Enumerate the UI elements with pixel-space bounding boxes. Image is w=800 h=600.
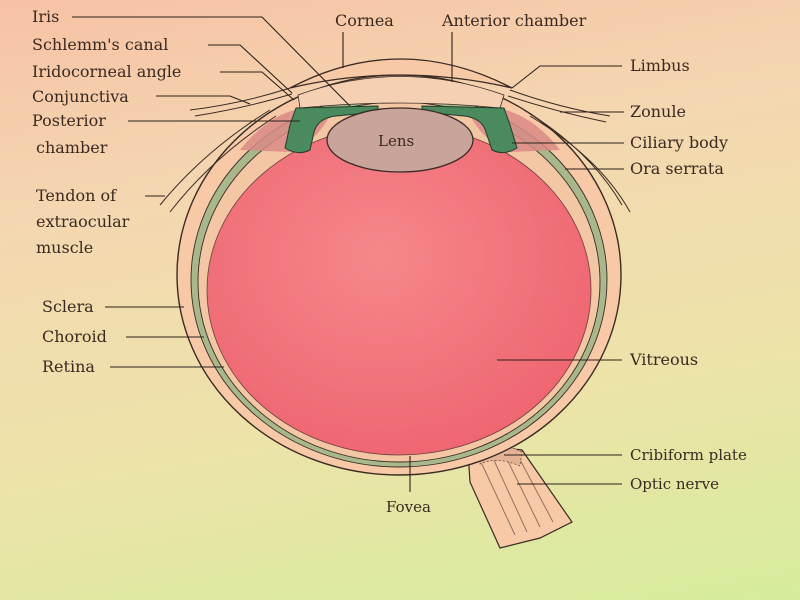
label-tendon-line1: Tendon of bbox=[36, 186, 117, 205]
iris-ciliary-left bbox=[284, 105, 379, 154]
label-lens: Lens bbox=[378, 132, 414, 150]
label-tendon-line3: muscle bbox=[36, 238, 93, 257]
label-iridocorneal-angle: Iridocorneal angle bbox=[32, 62, 181, 81]
leader-lines bbox=[72, 16, 624, 492]
label-posterior-chamber-line2: chamber bbox=[36, 138, 108, 157]
label-cornea: Cornea bbox=[335, 11, 394, 30]
label-retina: Retina bbox=[42, 357, 95, 376]
conjunctiva-left bbox=[189, 87, 293, 117]
label-vitreous: Vitreous bbox=[629, 350, 698, 369]
tendon-right bbox=[523, 109, 631, 213]
iris-ciliary-right bbox=[421, 105, 518, 154]
label-ora-serrata: Ora serrata bbox=[630, 159, 724, 178]
label-anterior-chamber: Anterior chamber bbox=[441, 11, 587, 30]
conjunctiva-right bbox=[507, 89, 611, 123]
anterior-chamber-shape bbox=[297, 76, 505, 109]
label-choroid: Choroid bbox=[42, 327, 107, 346]
label-cribiform-plate: Cribiform plate bbox=[630, 446, 747, 464]
optic-nerve-fibers bbox=[479, 453, 554, 536]
label-conjunctiva: Conjunctiva bbox=[32, 87, 129, 106]
label-sclera: Sclera bbox=[42, 297, 94, 316]
label-ciliary-body: Ciliary body bbox=[630, 133, 728, 152]
label-schlemms-canal: Schlemm's canal bbox=[32, 35, 168, 54]
vitreous-shape bbox=[206, 124, 592, 456]
label-tendon-line2: extraocular bbox=[36, 212, 130, 231]
label-limbus: Limbus bbox=[630, 56, 690, 75]
label-posterior-chamber-line1: Posterior bbox=[32, 111, 106, 130]
tendon-left bbox=[159, 109, 277, 213]
lens-shape bbox=[326, 107, 474, 173]
label-zonule: Zonule bbox=[630, 102, 686, 121]
label-iris: Iris bbox=[32, 7, 59, 26]
label-fovea: Fovea bbox=[386, 498, 431, 516]
label-optic-nerve: Optic nerve bbox=[630, 475, 719, 493]
